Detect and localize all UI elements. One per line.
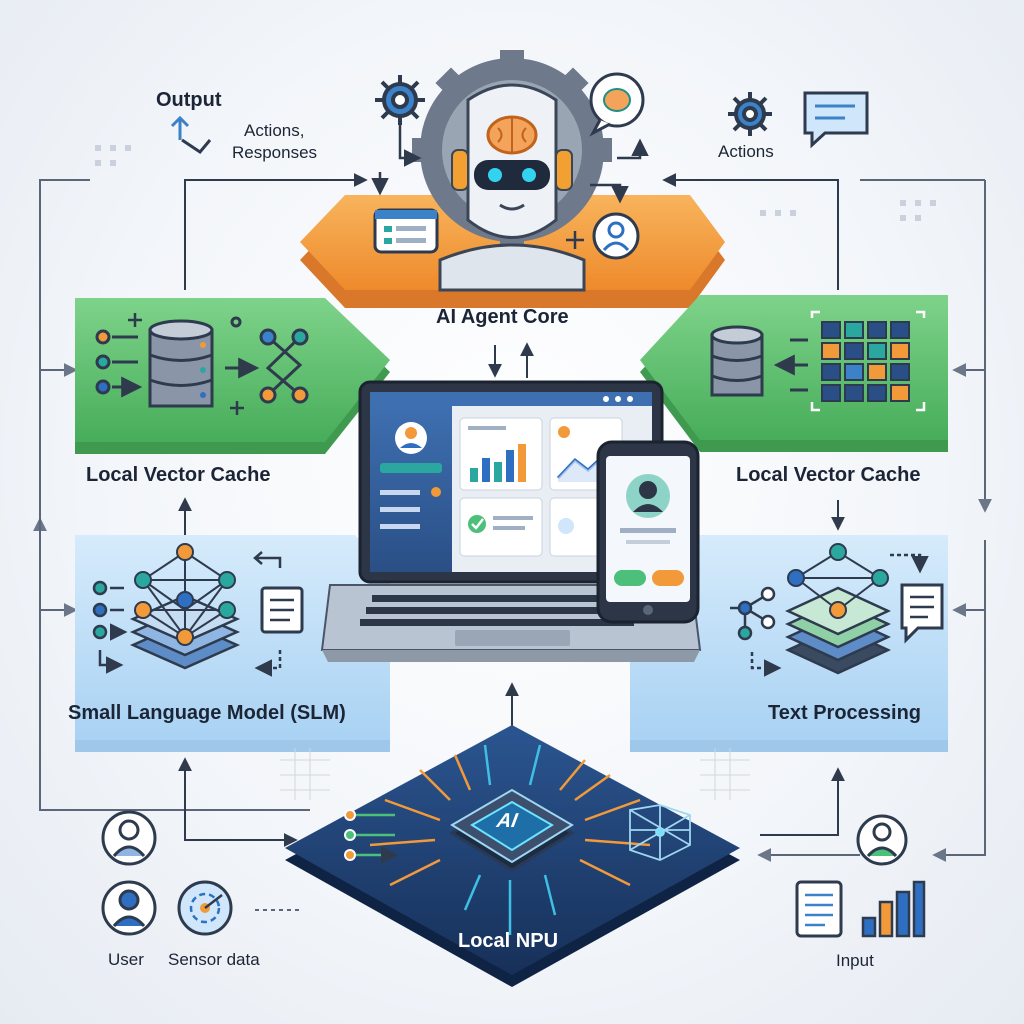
left-vector-cache-platform [75,298,390,454]
output-arrow-icon [172,118,210,152]
user-icon [103,882,155,934]
slm-label: Small Language Model (SLM) [68,702,346,725]
brain-icon [488,117,536,153]
npu-chip-label: AI [495,810,519,833]
vector-cache-right-label: Local Vector Cache [736,464,921,487]
agent-core-label: AI Agent Core [436,306,569,329]
gear-icon [728,92,772,136]
database-icon [712,327,762,395]
chat-window-icon [375,210,437,252]
actions-label: Actions [718,142,774,162]
input-label: Input [836,951,874,971]
user-label: User [108,950,144,970]
actions-responses-label-line2: Responses [232,143,317,163]
npu-label: Local NPU [458,930,558,953]
user-icon [103,812,155,864]
gear-icon [375,75,425,125]
right-vector-cache-platform [640,295,948,452]
document-icon [797,882,841,936]
phone-icon [598,442,698,622]
user-circle-icon [594,214,638,258]
sensor-data-label: Sensor data [168,950,260,970]
output-label: Output [156,89,222,112]
sensor-icon [179,882,231,934]
database-icon [150,321,212,406]
input-dots [345,810,355,860]
chat-bubble-icon [805,93,867,145]
brain-chat-icon [591,74,643,133]
user-icon [858,816,906,864]
vector-cache-left-label: Local Vector Cache [86,464,271,487]
bar-chart-icon [863,882,924,936]
document-icon [262,588,302,632]
text-processing-label: Text Processing [768,702,921,725]
actions-responses-label-line1: Actions, [244,121,304,141]
